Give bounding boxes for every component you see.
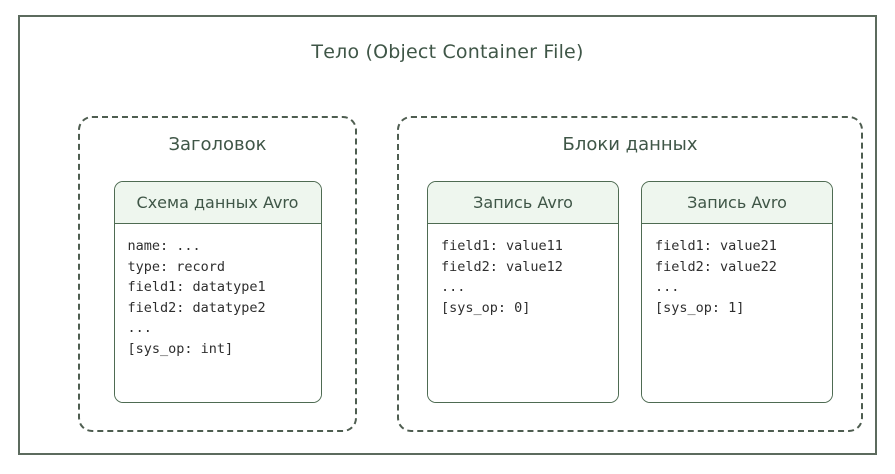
avro-schema-card: Схема данных Avro name: ... type: record… [113, 181, 322, 403]
page-title: Тело (Object Container File) [311, 41, 584, 63]
group-title-header: Заголовок [168, 134, 267, 155]
data-blocks-cards-row: Запись Avro field1: value11 field2: valu… [399, 176, 861, 430]
code-line: field2: datatype2 [127, 299, 266, 316]
avro-record-card-2-header: Запись Avro [642, 182, 832, 224]
avro-record-card-1-header: Запись Avro [428, 182, 618, 224]
group-header-container: Заголовок Схема данных Avro name: ... ty… [78, 116, 357, 432]
code-line: [sys_op: 1] [655, 299, 745, 316]
avro-schema-card-header: Схема данных Avro [114, 182, 321, 224]
header-cards-row: Схема данных Avro name: ... type: record… [80, 176, 355, 430]
object-container-file-box: Тело (Object Container File) Заголовок С… [18, 15, 877, 455]
code-line: field1: datatype1 [127, 279, 266, 295]
code-line: field2: value22 [655, 258, 777, 275]
avro-record-card-2-body: field1: value21 field2: value22 ... [sys… [642, 224, 832, 402]
code-line: [sys_op: 0] [441, 299, 531, 316]
code-line: ... [655, 279, 680, 295]
code-line: ... [127, 320, 152, 336]
code-line: field2: value12 [441, 258, 563, 275]
code-line: ... [441, 279, 466, 295]
group-title-data-blocks: Блоки данных [562, 134, 698, 155]
code-line: name: ... [127, 238, 201, 254]
avro-record-card-1: Запись Avro field1: value11 field2: valu… [427, 181, 619, 403]
code-line: field1: value21 [655, 238, 777, 254]
code-line: type: record [127, 258, 226, 275]
code-line: [sys_op: int] [127, 340, 234, 357]
avro-record-card-2: Запись Avro field1: value21 field2: valu… [641, 181, 833, 403]
avro-schema-card-body: name: ... type: record field1: datatype1… [114, 224, 321, 402]
group-data-blocks-container: Блоки данных Запись Avro field1: value11… [397, 116, 863, 432]
code-line: field1: value11 [441, 238, 563, 254]
avro-record-card-1-body: field1: value11 field2: value12 ... [sys… [428, 224, 618, 402]
